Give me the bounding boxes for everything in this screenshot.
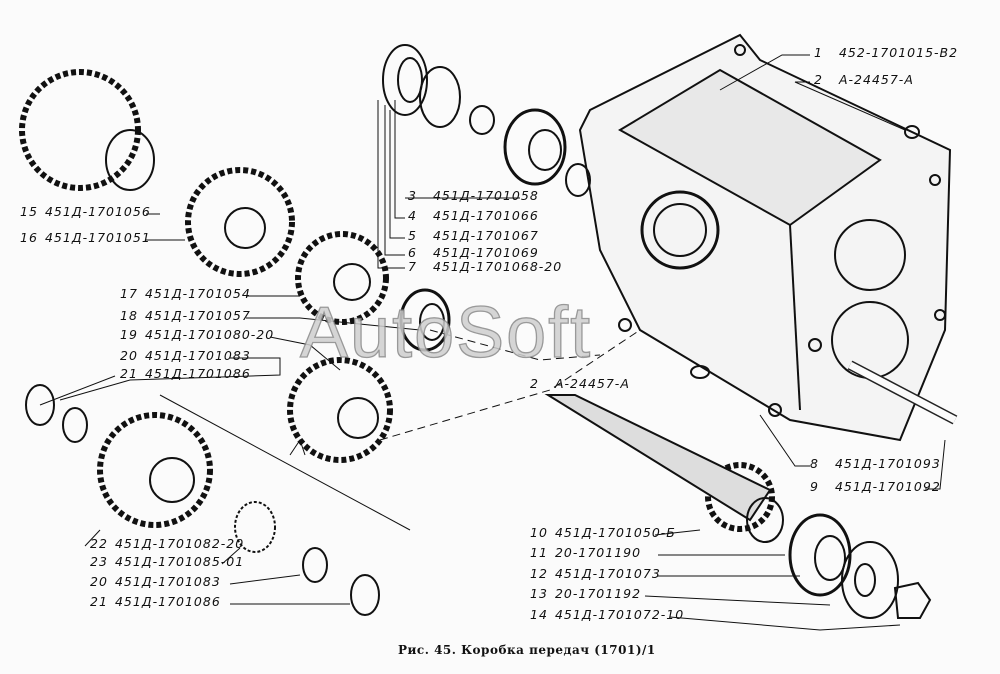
part-number: 16 [20,230,38,245]
part-label: 8 451Д-1701093 [810,456,941,471]
part-code: 451Д-1701056 [44,204,151,219]
part-number: 7 [408,259,417,274]
part-label: 2 А-24457-А [814,72,914,87]
part-label: 14 451Д-1701072-10 [530,607,684,622]
part-number: 22 [90,536,108,551]
part-label: 20 451Д-1701083 [120,348,251,363]
part-number: 9 [810,479,819,494]
part-code: 452-1701015-В2 [838,45,959,60]
part-number: 1 [814,45,823,60]
part-code: А-24457-А [838,72,914,87]
part-code: 451Д-1701067 [432,228,539,243]
gears [19,69,775,532]
part-label: 11 20-1701190 [530,545,641,560]
part-label: 2 А-24457-А [530,376,630,391]
part-code: 451Д-1701058 [432,188,539,203]
part-code: А-24457-А [554,376,630,391]
part-label: 21 451Д-1701086 [120,366,251,381]
part-number: 8 [810,456,819,471]
part-label: 18 451Д-1701057 [120,308,251,323]
part-label: 17 451Д-1701054 [120,286,251,301]
part-code: 451Д-1701057 [144,308,251,323]
part-code: 451Д-1701083 [144,348,251,363]
seals-and-bearing [382,44,591,197]
part-number: 15 [20,204,38,219]
part-label: 4 451Д-1701066 [408,208,539,223]
part-label: 15 451Д-1701056 [20,204,151,219]
part-number: 21 [120,366,138,381]
part-code: 451Д-1701051 [44,230,151,245]
shafts-bearings-washers [25,129,932,619]
part-code: 20-1701192 [554,586,642,601]
part-label: 13 20-1701192 [530,586,641,601]
part-number: 5 [408,228,417,243]
part-code: 451Д-1701073 [554,566,661,581]
part-number: 2 [814,72,823,87]
watermark: AutoSoft [299,292,593,373]
leader-lines [39,54,946,631]
part-label: 9 451Д-1701092 [810,479,941,494]
part-code: 451Д-1701082-20 [114,536,245,551]
part-label: 19 451Д-1701080-20 [120,327,274,342]
part-number: 20 [120,348,138,363]
figure-caption: Рис. 45. Коробка передач (1701)/1 [398,643,656,657]
part-number: 21 [90,594,108,609]
gearbox-housing [578,33,958,442]
part-label: 6 451Д-1701069 [408,245,539,260]
part-number: 4 [408,208,417,223]
part-number: 20 [90,574,108,589]
part-label: 7 451Д-1701068-20 [408,259,562,274]
part-code: 451Д-1701086 [144,366,251,381]
part-number: 6 [408,245,417,260]
part-label: 23 451Д-1701085-01 [90,554,244,569]
part-number: 14 [530,607,548,622]
part-code: 451Д-1701083 [114,574,221,589]
part-label: 1 452-1701015-В2 [814,45,958,60]
part-code: 451Д-1701050-Б [554,525,676,540]
part-code: 451Д-1701093 [834,456,941,471]
part-label: 20 451Д-1701083 [90,574,221,589]
part-number: 3 [408,188,417,203]
part-code: 451Д-1701092 [834,479,941,494]
part-number: 10 [530,525,548,540]
part-code: 451Д-1701068-20 [432,259,563,274]
part-number: 12 [530,566,548,581]
part-number: 13 [530,586,548,601]
part-label: 5 451Д-1701067 [408,228,539,243]
part-label: 16 451Д-1701051 [20,230,151,245]
part-label: 10 451Д-1701050-Б [530,525,676,540]
part-number: 11 [530,545,548,560]
part-number: 2 [530,376,539,391]
part-code: 451Д-1701085-01 [114,554,245,569]
part-number: 17 [120,286,138,301]
part-code: 451Д-1701086 [114,594,221,609]
part-code: 451Д-1701066 [432,208,539,223]
part-code: 451Д-1701069 [432,245,539,260]
part-label: 12 451Д-1701073 [530,566,661,581]
part-number: 19 [120,327,138,342]
part-label: 22 451Д-1701082-20 [90,536,244,551]
part-code: 451Д-1701054 [144,286,251,301]
part-label: 21 451Д-1701086 [90,594,221,609]
part-code: 451Д-1701072-10 [554,607,685,622]
part-code: 20-1701190 [554,545,642,560]
part-label: 3 451Д-1701058 [408,188,539,203]
part-number: 23 [90,554,108,569]
part-number: 18 [120,308,138,323]
part-code: 451Д-1701080-20 [144,327,275,342]
